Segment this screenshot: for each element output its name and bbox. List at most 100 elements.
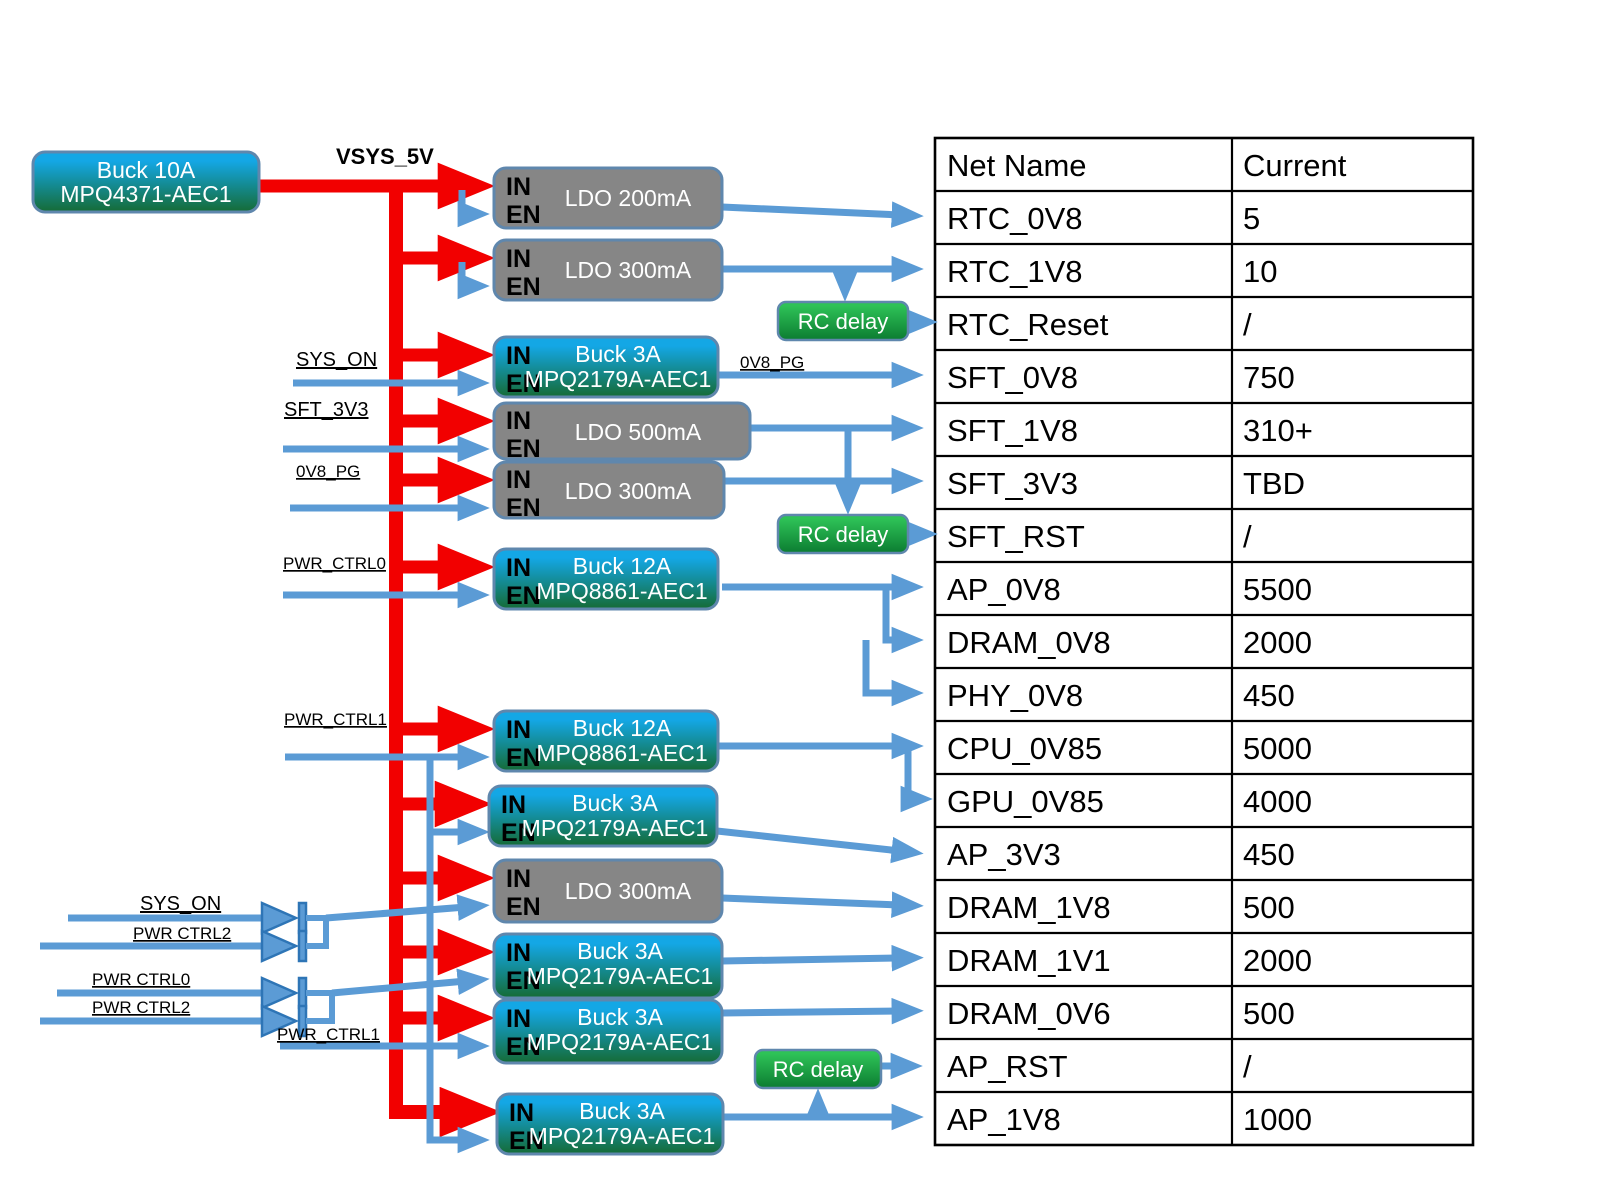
net-cell: RTC_1V8	[947, 254, 1083, 289]
in-pin-label: IN	[506, 716, 531, 744]
net-cell: AP_RST	[947, 1049, 1068, 1084]
regulator-part: MPQ8861-AEC1	[536, 740, 707, 766]
regulator-buck-12a-1: IN EN Buck 12A MPQ8861-AEC1	[492, 547, 720, 611]
regulator-label: LDO 500mA	[575, 419, 702, 445]
net-cell: SFT_3V3	[947, 466, 1078, 501]
regulator-part: MPQ2179A-AEC1	[527, 963, 714, 989]
current-cell: 2000	[1243, 943, 1312, 978]
net-cell: SFT_RST	[947, 519, 1085, 554]
pwr-ctrl1-bottom-label: PWR_CTRL1	[277, 1025, 380, 1044]
current-cell: /	[1243, 1049, 1252, 1084]
pwr-ctrl0-label: PWR_CTRL0	[283, 554, 386, 573]
in-pin-label: IN	[506, 939, 531, 967]
header-current: Current	[1243, 148, 1347, 183]
en-pin-label: EN	[506, 893, 541, 921]
table-row: GPU_0V85 4000	[947, 784, 1312, 819]
current-cell: 5000	[1243, 731, 1312, 766]
sys-on-label: SYS_ON	[296, 349, 377, 371]
source-label: Buck 10A	[97, 157, 196, 183]
en-pin-label: EN	[506, 201, 541, 229]
regulator-label: Buck 12A	[573, 553, 672, 579]
current-cell: 4000	[1243, 784, 1312, 819]
header-net-name: Net Name	[947, 148, 1087, 183]
net-cell: AP_0V8	[947, 572, 1061, 607]
regulator-label: LDO 300mA	[565, 878, 692, 904]
current-cell: 2000	[1243, 625, 1312, 660]
regulator-buck-3a-5: IN EN Buck 3A MPQ2179A-AEC1	[495, 1092, 725, 1156]
enable-signals	[280, 190, 490, 1154]
sft-3v3-label: SFT_3V3	[284, 399, 368, 421]
rc-delay-label: RC delay	[798, 522, 888, 547]
diode-icon	[260, 901, 300, 935]
current-cell: 750	[1243, 360, 1295, 395]
regulator-label: LDO 300mA	[565, 478, 692, 504]
regulator-label: Buck 3A	[577, 938, 663, 964]
table-row: SFT_RST /	[947, 519, 1252, 554]
pwr-ctrl2-label: PWR CTRL2	[133, 924, 231, 943]
current-cell: /	[1243, 519, 1252, 554]
diode-bar-icon	[297, 976, 308, 1010]
diode-join-line	[306, 915, 329, 949]
net-cell: DRAM_1V8	[947, 890, 1111, 925]
rc-delay-block-2: RC delay	[776, 513, 910, 555]
diode-icon	[260, 929, 300, 963]
current-cell: 450	[1243, 678, 1295, 713]
regulator-ldo-300ma-2: IN EN LDO 300mA	[492, 460, 726, 522]
net-cell: SFT_1V8	[947, 413, 1078, 448]
en-pin-label: EN	[506, 494, 541, 522]
rc-delay-block-3: RC delay	[753, 1048, 883, 1090]
regulator-part: MPQ2179A-AEC1	[522, 815, 709, 841]
net-dram-0v8	[882, 589, 924, 654]
net-cell: CPU_0V85	[947, 731, 1102, 766]
en-pin-label: EN	[506, 435, 541, 463]
en-pin-label: EN	[506, 370, 541, 398]
regulator-label: Buck 3A	[577, 1004, 663, 1030]
pwr-ctrl1-label: PWR_CTRL1	[284, 710, 387, 729]
regulator-ldo-300ma-1: IN EN LDO 300mA	[492, 238, 724, 302]
vsys-5v-label: VSYS_5V	[336, 144, 434, 169]
current-cell: 1000	[1243, 1102, 1312, 1137]
net-cell: DRAM_0V8	[947, 625, 1111, 660]
vsys-5v-rail	[258, 162, 502, 1138]
in-pin-label: IN	[506, 407, 531, 435]
in-pin-label: IN	[509, 1099, 534, 1127]
table-row: RTC_Reset/	[947, 307, 1252, 342]
rc-delay-label: RC delay	[773, 1057, 863, 1082]
net-cell: SFT_0V8	[947, 360, 1078, 395]
en-pin-label: EN	[501, 819, 536, 847]
net-cell: DRAM_1V1	[947, 943, 1111, 978]
in-pin-label: IN	[506, 342, 531, 370]
net-cell: DRAM_0V6	[947, 996, 1111, 1031]
current-cell: /	[1243, 307, 1252, 342]
diode-bar-icon	[297, 929, 308, 963]
regulator-buck-3a-4: IN EN Buck 3A MPQ2179A-AEC1	[492, 998, 724, 1065]
in-pin-label: IN	[506, 554, 531, 582]
net-rtc-0v8	[721, 201, 924, 228]
regulator-part: MPQ8861-AEC1	[536, 578, 707, 604]
ov8-pg-out-label: 0V8_PG	[740, 353, 804, 372]
current-cell: 5	[1243, 201, 1260, 236]
or-output-line	[325, 894, 490, 922]
net-phy-0v8	[862, 640, 924, 707]
table-row: DRAM_0V8 2000	[947, 625, 1312, 660]
pwr-ctrl1-branch-line	[426, 757, 490, 1154]
net-cell: GPU_0V85	[947, 784, 1104, 819]
regulator-label: Buck 12A	[573, 715, 672, 741]
regulator-label: Buck 3A	[572, 790, 658, 816]
rc-delay-label: RC delay	[798, 309, 888, 334]
current-cell: 310+	[1243, 413, 1313, 448]
pwr-ctrl2-bottom-label: PWR CTRL2	[92, 998, 190, 1017]
regulator-buck-12a-2: IN EN Buck 12A MPQ8861-AEC1	[492, 709, 720, 773]
ov8-pg-label: 0V8_PG	[296, 462, 360, 481]
net-cell: AP_3V3	[947, 837, 1061, 872]
